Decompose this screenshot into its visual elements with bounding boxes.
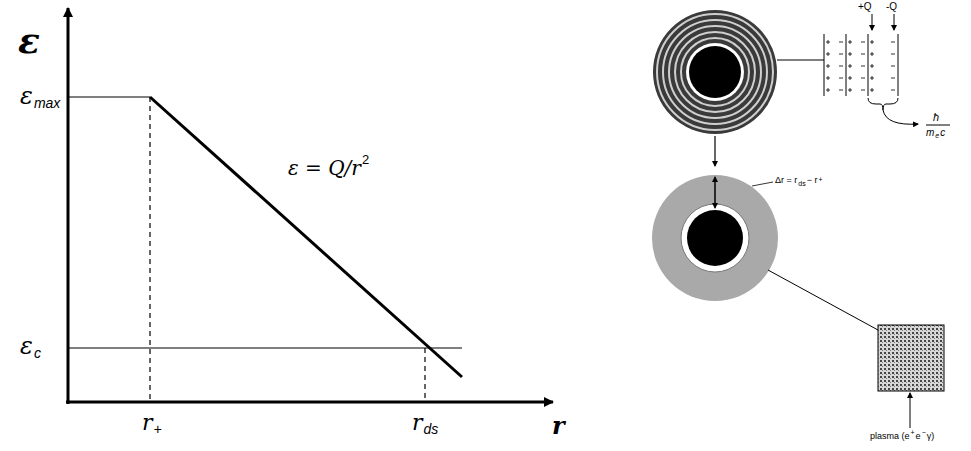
plate-stroke [861,42,865,43]
graph-label: c [34,346,41,360]
graph-label: ε [20,334,33,358]
brace-arrow [883,110,918,124]
plate-stroke [828,88,829,92]
shell-rings [653,10,777,134]
graph-label: ds [798,180,805,187]
graph-label: 2 [362,153,369,166]
plate-stroke [850,40,851,44]
plate-stroke [846,34,847,96]
graph-label: − [922,429,926,436]
field-curve [150,97,462,377]
black-hole [689,46,741,98]
shell-ring [657,14,773,130]
fraction-bar [926,125,950,126]
y-axis [67,8,70,404]
plate-stroke [872,88,873,92]
shell-ring [663,20,767,124]
plate-stroke [891,90,895,91]
plate-stroke [891,66,895,67]
ec-line [68,347,462,348]
plate-stroke [891,54,895,55]
graph-label: r [142,412,153,434]
graph-label: m [926,128,934,138]
plate-stroke [839,90,843,91]
zoom-line [777,60,824,61]
gap-ring [681,204,749,272]
plate-stroke [861,54,865,55]
plate-stroke [872,52,873,56]
graph-label: γ) [927,432,935,441]
graph-label: plasma (e [870,432,910,441]
plus-q-arrow [872,14,873,30]
plate-stroke [868,34,869,96]
graph-label: + [154,422,162,436]
plate-stroke [828,52,829,56]
plate-stroke [861,66,865,67]
graph-label: Δr = r [775,176,797,185]
graph-label: +Q [858,2,872,12]
plate-stroke [839,42,843,43]
plate-stroke [839,54,843,55]
x-axis [66,401,553,404]
graph-label: ε [20,84,33,108]
plate-stroke [850,52,851,56]
r-ds-dash [424,348,425,402]
graph-label: ds [424,422,439,436]
graph-label: e [935,132,939,139]
graph-label: + [911,429,915,436]
shell-ring [681,38,749,106]
plate-stroke [828,40,829,44]
plate-stroke [872,64,873,68]
plate-stroke [898,34,899,96]
graph-label: e [916,432,921,441]
zoom-line [768,270,878,330]
emax-line [68,96,150,97]
graph-label: ε [18,22,40,58]
plate-stroke [872,40,873,44]
graph-label: − r [807,176,818,185]
core-ring [686,43,744,101]
plate-stroke [850,64,851,68]
minus-q-arrow [894,14,895,30]
plate-stroke [891,78,895,79]
plasma-arrow [910,393,911,428]
graph-label: + [818,176,822,183]
shell-ring [675,32,755,112]
plate-stroke [861,90,865,91]
delta-r-arrow [715,180,716,208]
graph-label: max [34,96,60,110]
plate-stroke [861,78,865,79]
shell-ring [669,26,761,118]
plate-stroke [828,76,829,80]
graph-label: c [940,128,945,138]
black-hole [687,210,743,266]
graph-label: ε = Q/r [288,158,361,178]
graph-label: -Q [886,2,897,12]
plate-stroke [891,42,895,43]
plate-stroke [839,66,843,67]
graph-label: r [552,414,565,438]
plate-stroke [828,64,829,68]
plasma-shell [652,175,778,301]
brace [868,98,898,110]
transition-arrow [714,136,715,166]
graph-label: ħ [933,112,939,123]
capacitor-plates [824,34,898,96]
plate-stroke [850,76,851,80]
plate-stroke [850,88,851,92]
graph-label: r [412,412,423,434]
r-plus-dash [149,97,150,402]
plasma-square [878,325,944,391]
plate-stroke [824,34,825,96]
plate-stroke [872,76,873,80]
plate-stroke [839,78,843,79]
leader-line [752,182,773,186]
